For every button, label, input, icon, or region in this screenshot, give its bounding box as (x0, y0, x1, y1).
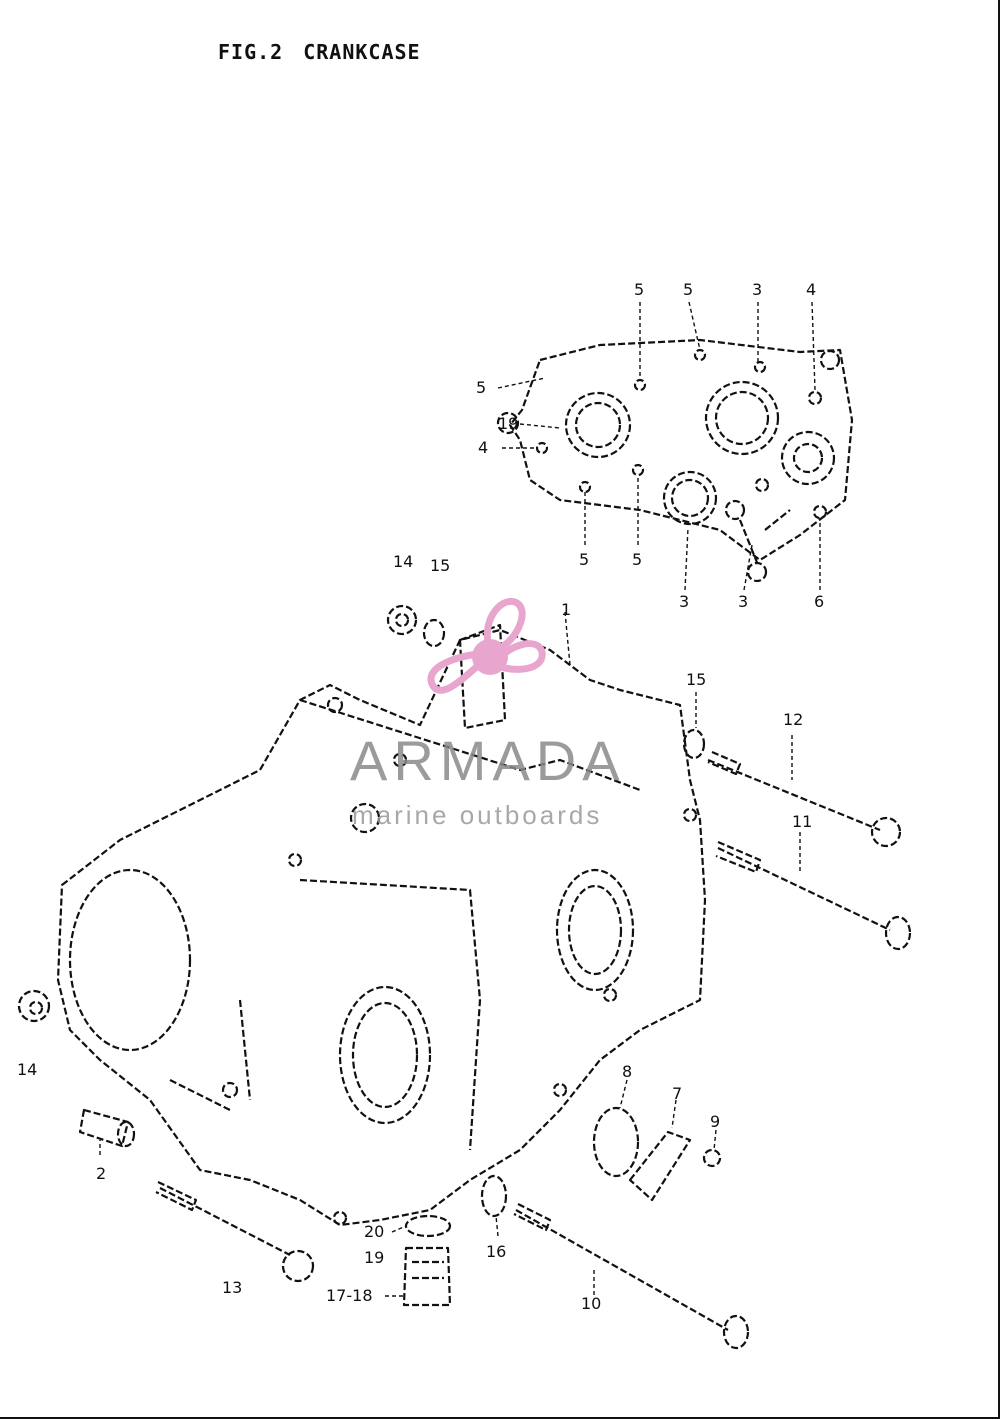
part-9-bolt (702, 1148, 722, 1168)
callout-6: 6 (814, 592, 825, 611)
callout-13: 13 (222, 1278, 243, 1297)
part-13-stud (155, 1181, 315, 1283)
part-16-washer (480, 1174, 508, 1218)
part-17-18-plug (402, 1246, 452, 1307)
callout-2: 2 (96, 1164, 107, 1183)
callout-3: 3 (738, 592, 749, 611)
watermark-tagline: marine outboards (352, 800, 603, 830)
callout-7: 7 (672, 1084, 683, 1103)
callout-19: 19 (498, 414, 519, 433)
part-10-stud (513, 1203, 750, 1350)
callout-12: 12 (783, 710, 804, 729)
propeller-logo-icon (427, 597, 546, 694)
callout-1: 1 (561, 600, 572, 619)
callout-4: 4 (806, 280, 817, 299)
callout-5: 5 (579, 550, 590, 569)
part-7-cover (628, 1130, 692, 1202)
part-20-o-ring (404, 1214, 452, 1238)
callout-3: 3 (679, 592, 690, 611)
callout-16: 16 (486, 1242, 507, 1261)
leader-lines (99, 301, 821, 1297)
crankcase-assembly (56, 623, 707, 1227)
callout-11: 11 (792, 812, 813, 831)
callout-20: 20 (364, 1222, 385, 1241)
part-14-cap-top (386, 604, 418, 636)
part-8-gasket (592, 1106, 640, 1178)
part-2-dowel (78, 1108, 136, 1148)
part-12-stud (707, 750, 902, 848)
callout-14: 14 (393, 552, 414, 571)
callout-17-18: 17-18 (326, 1286, 373, 1305)
callout-3: 3 (752, 280, 763, 299)
part-15-washer-top (422, 618, 446, 648)
callout-5: 5 (634, 280, 645, 299)
callout-14: 14 (17, 1060, 38, 1079)
part-11-stud (715, 840, 912, 951)
watermark-name: ARMADA (350, 729, 626, 792)
figure-number: FIG.2 (218, 40, 284, 64)
callout-5: 5 (476, 378, 487, 397)
callout-5: 5 (632, 550, 643, 569)
part-14-cap-left (17, 989, 51, 1023)
callout-10: 10 (581, 1294, 602, 1313)
part-15-washer-right (682, 728, 706, 760)
callout-19: 19 (364, 1248, 385, 1267)
callout-4: 4 (478, 438, 489, 457)
callout-15: 15 (430, 556, 451, 575)
callout-8: 8 (622, 1062, 633, 1081)
callout-5: 5 (683, 280, 694, 299)
callout-15: 15 (686, 670, 707, 689)
crankcase-inner-view (496, 338, 854, 583)
figure-name: CRANKCASE (303, 40, 421, 64)
figure-title: FIG.2 CRANKCASE (218, 40, 421, 64)
callout-9: 9 (710, 1112, 721, 1131)
